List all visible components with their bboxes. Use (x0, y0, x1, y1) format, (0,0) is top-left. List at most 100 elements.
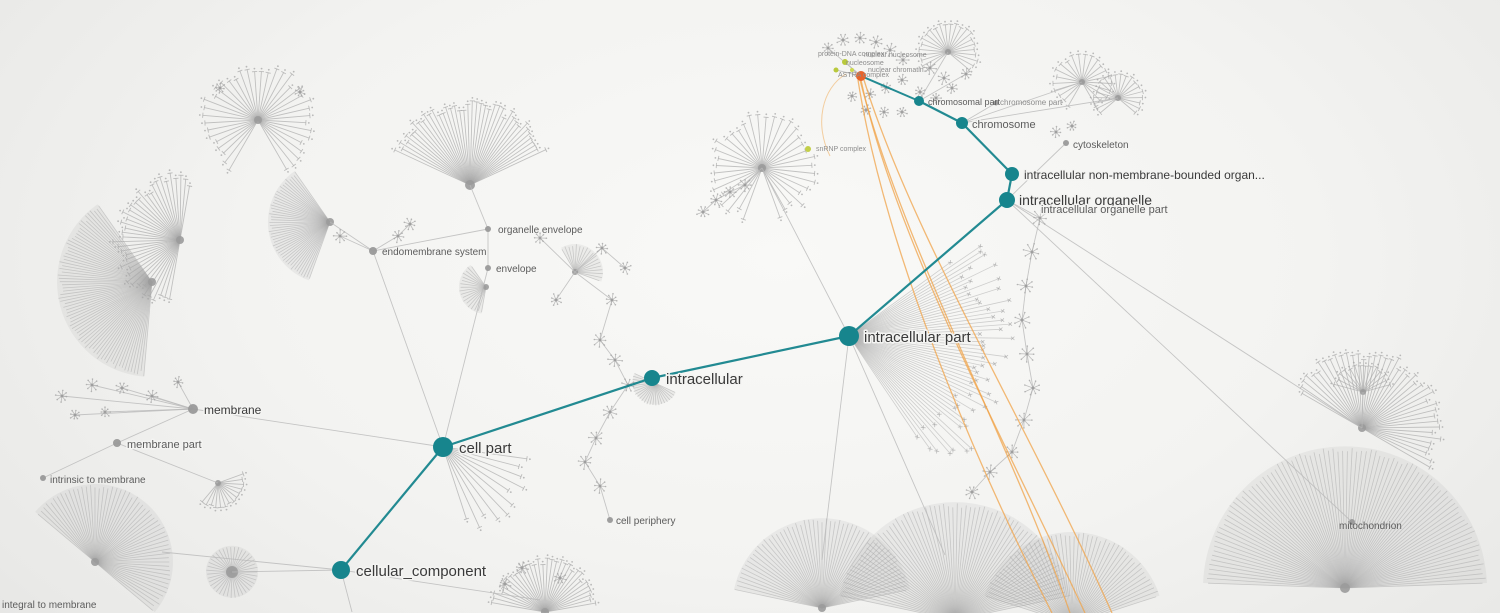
leaf-cluster (553, 572, 567, 584)
path-edge (848, 199, 1008, 337)
term-node[interactable] (1349, 519, 1355, 525)
graph-edge (42, 442, 118, 479)
related-term-node[interactable] (833, 67, 839, 73)
term-node[interactable] (40, 475, 46, 481)
leaf-cluster (847, 91, 858, 102)
highlight-link (859, 79, 1071, 613)
cluster-hub-node[interactable] (176, 236, 184, 244)
leaf-cluster (619, 261, 632, 275)
related-term-node[interactable] (850, 68, 854, 72)
term-label-nucleosome[interactable]: nucleosome (846, 60, 884, 67)
fan-cluster (561, 244, 603, 282)
leaf-cluster (1014, 311, 1031, 329)
leaf-cluster (1024, 379, 1040, 396)
term-label-intracellular-part[interactable]: intracellular part (863, 328, 974, 348)
fan-cluster (199, 471, 248, 512)
term-node[interactable] (113, 439, 121, 447)
term-label-chromosome[interactable]: chromosome (971, 118, 1038, 133)
term-label-snrnp-complex[interactable]: snRNP complex (816, 146, 867, 153)
term-label-membrane-part[interactable]: membrane part (126, 438, 204, 453)
term-node[interactable] (1063, 140, 1069, 146)
layer-labels: cellular_component cell part intracellular… (2, 51, 1402, 611)
graph-edge (104, 408, 194, 413)
term-label-nuclear-chromatin[interactable]: nuclear chromatin (868, 67, 924, 74)
leaf-cluster (965, 486, 980, 500)
term-label-intracellular[interactable]: intracellular (665, 370, 745, 390)
term-label-astra-complex[interactable]: ASTRA complex (838, 72, 889, 79)
graph-edge (584, 437, 597, 463)
term-label-cytoskeleton[interactable]: cytoskeleton (1073, 140, 1129, 151)
leaf-cluster (515, 561, 529, 574)
node-cell-part[interactable] (433, 437, 453, 457)
node-chromosomal-part[interactable] (914, 96, 924, 106)
node-cellular-component[interactable] (332, 561, 350, 579)
path-edge (651, 334, 850, 380)
cluster-hub-node[interactable] (483, 284, 489, 290)
leaf-cluster (923, 61, 938, 76)
leaf-cluster (723, 186, 737, 198)
leaf-cluster (1049, 125, 1062, 139)
node-intracellular-organelle[interactable] (999, 192, 1015, 208)
term-label-integral-to-membrane[interactable]: integral to membrane (2, 600, 97, 611)
graph-edge (599, 485, 611, 521)
term-node[interactable] (485, 226, 491, 232)
term-label-endomembrane-system[interactable]: endomembrane system (382, 247, 487, 258)
graph-edge (702, 199, 717, 213)
term-node[interactable] (485, 265, 491, 271)
leaf-cluster (937, 71, 950, 86)
graph-edge (971, 471, 991, 493)
term-label-organelle-envelope[interactable]: organelle envelope (498, 225, 583, 236)
term-node[interactable] (188, 404, 198, 414)
leaf-cluster (593, 478, 607, 494)
related-term-node[interactable] (805, 146, 811, 152)
cluster-hub-node[interactable] (148, 278, 156, 286)
graph-edge (116, 442, 219, 484)
term-label-nuclear-nucleosome[interactable]: nuclear nucleosome (864, 52, 927, 59)
graph-edge (961, 102, 997, 124)
term-label-cellular-component[interactable]: cellular_component (355, 562, 489, 582)
leaf-cluster (1066, 120, 1077, 131)
fan-cluster (391, 97, 550, 190)
term-label-membrane[interactable]: membrane (203, 402, 264, 419)
term-node[interactable] (369, 247, 377, 255)
selected-term-node[interactable] (856, 71, 866, 81)
term-node[interactable] (993, 100, 999, 106)
leaf-cluster (961, 67, 972, 80)
term-label-envelope[interactable]: envelope (496, 264, 537, 275)
cluster-hub-node[interactable] (254, 116, 262, 124)
leaf-cluster (54, 389, 68, 403)
graph-edge (821, 335, 850, 561)
leaf-cluster (403, 217, 416, 231)
term-node[interactable] (607, 517, 613, 523)
term-label-mitochondrion[interactable]: mitochondrion (1339, 521, 1402, 532)
term-label-intracellular-organelle-part[interactable]: intracellular organelle part (1040, 203, 1170, 218)
cluster-hub-node[interactable] (1340, 583, 1350, 593)
cluster-hub-node[interactable] (818, 604, 826, 612)
node-non-membrane-organelle[interactable] (1005, 167, 1019, 181)
term-label-non-membrane-organelle[interactable]: intracellular non-membrane-bounded organ… (1023, 167, 1267, 184)
term-label-cell-part[interactable]: cell part (458, 439, 514, 459)
cluster-hub-node[interactable] (541, 608, 549, 613)
term-label-chromosome-part[interactable]: chromosome part (1000, 98, 1063, 107)
cluster-hub-node[interactable] (91, 558, 99, 566)
node-chromosome[interactable] (956, 117, 968, 129)
term-label-protein-dna-complex[interactable]: protein-DNA complex (818, 51, 885, 58)
leaf-cluster (1015, 412, 1033, 429)
leaf-cluster (896, 106, 908, 118)
graph-edge (1021, 319, 1028, 355)
leaf-cluster (854, 31, 867, 44)
graph-edge (918, 51, 949, 102)
graph-edge (609, 384, 629, 413)
leaf-cluster (883, 42, 897, 57)
term-label-cell-periphery[interactable]: cell periphery (616, 516, 675, 527)
term-label-chromosomal-part[interactable]: chromosomal part (928, 97, 1001, 107)
node-intracellular[interactable] (644, 370, 660, 386)
graph-edge (599, 299, 613, 341)
leaf-cluster (100, 406, 112, 418)
node-intracellular-part[interactable] (839, 326, 859, 346)
related-term-node[interactable] (842, 59, 848, 65)
term-label-intracellular-organelle[interactable]: intracellular organelle (1018, 191, 1154, 210)
term-label-intrinsic-to-membrane[interactable]: intrinsic to membrane (50, 475, 146, 486)
